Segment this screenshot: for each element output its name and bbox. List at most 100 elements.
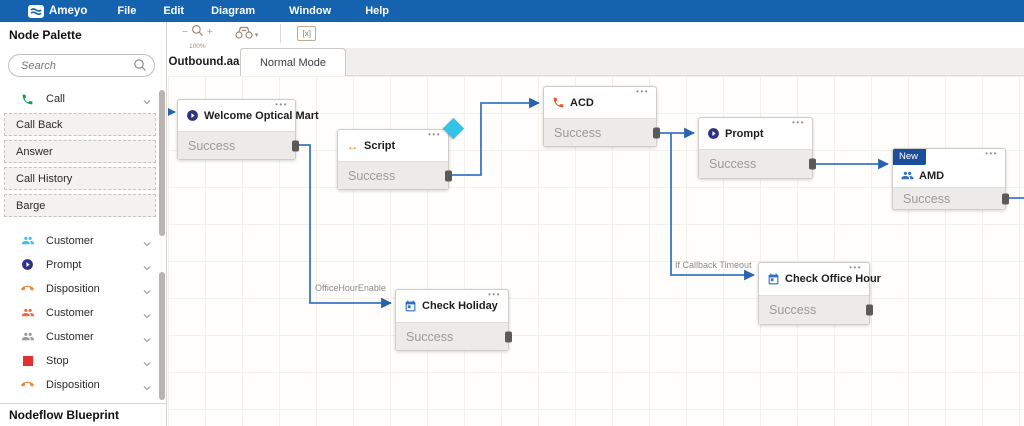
outcome-label: Success bbox=[709, 157, 757, 171]
script-arrows-icon: ↔ bbox=[346, 138, 359, 153]
node-menu-button[interactable]: ••• bbox=[488, 290, 501, 299]
menu-window[interactable]: Window bbox=[289, 5, 332, 17]
people-icon bbox=[901, 169, 914, 182]
sidebar-section-stop-5[interactable]: Stop bbox=[0, 349, 166, 372]
node-menu-button[interactable]: ••• bbox=[275, 100, 288, 109]
sidebar-section-label: Customer bbox=[46, 234, 94, 247]
find-node-button[interactable]: ▾ bbox=[235, 26, 259, 44]
sidebar-section-customer-0[interactable]: Customer bbox=[0, 229, 166, 252]
sidebar-section-customer-3[interactable]: Customer bbox=[0, 301, 166, 324]
palette-item-answer[interactable]: Answer bbox=[4, 140, 156, 163]
menu-diagram[interactable]: Diagram bbox=[211, 5, 256, 17]
palette-item-call-history[interactable]: Call History bbox=[4, 167, 156, 190]
stop-icon bbox=[20, 354, 35, 368]
menu-file[interactable]: File bbox=[117, 5, 137, 17]
search-input[interactable] bbox=[8, 54, 155, 77]
chevron-down-icon[interactable] bbox=[142, 356, 152, 367]
node-title: ACD bbox=[570, 96, 594, 109]
outcome-label: Success bbox=[903, 191, 951, 206]
variables-button[interactable]: [x] bbox=[297, 26, 317, 41]
outcome-label: Success bbox=[554, 125, 602, 140]
node-title: Check Holiday bbox=[422, 300, 498, 312]
phone-icon bbox=[20, 92, 35, 106]
menu-help[interactable]: Help bbox=[365, 5, 390, 17]
flow-node-acd[interactable]: ACD ••• Success bbox=[543, 86, 660, 147]
palette-item-call-back[interactable]: Call Back bbox=[4, 113, 156, 136]
flow-node-prompt[interactable]: Prompt•••Success bbox=[698, 117, 816, 179]
flow-node-script[interactable]: ↔Script•••Success bbox=[337, 129, 452, 190]
node-menu-button[interactable]: ••• bbox=[985, 149, 998, 158]
nodeflow-blueprint-header[interactable]: Nodeflow Blueprint bbox=[0, 403, 166, 426]
sidebar-section-customer-4[interactable]: Customer bbox=[0, 325, 166, 348]
sidebar-section-label: Stop bbox=[46, 354, 69, 367]
node-outcome-success[interactable]: Success bbox=[338, 161, 452, 189]
app-name: Ameyo bbox=[49, 5, 88, 17]
zoom-control: − + 100% bbox=[182, 24, 213, 50]
sidebar-section-disposition-6[interactable]: Disposition bbox=[0, 373, 166, 396]
output-port[interactable] bbox=[809, 158, 816, 170]
sidebar-section-label: Call bbox=[46, 93, 65, 105]
chevron-down-icon[interactable] bbox=[142, 332, 152, 343]
menubar: Ameyo File Edit Diagram Window Help bbox=[0, 0, 1024, 22]
zoom-in-button[interactable]: + bbox=[206, 27, 213, 38]
people-icon bbox=[20, 330, 35, 344]
outcome-label: Success bbox=[348, 168, 396, 183]
node-outcome-success[interactable]: Success bbox=[178, 131, 299, 159]
chevron-down-icon[interactable] bbox=[142, 380, 152, 391]
palette-item-barge[interactable]: Barge bbox=[4, 194, 156, 217]
node-outcome-success[interactable]: Success bbox=[759, 295, 873, 324]
sidebar-scrollbar[interactable] bbox=[159, 90, 165, 236]
diagram-toolbar: − + 100% ▾ [x] bbox=[168, 22, 1024, 50]
menu-edit[interactable]: Edit bbox=[163, 5, 185, 17]
output-port[interactable] bbox=[505, 331, 512, 342]
people-icon bbox=[20, 306, 35, 320]
tab-outbound[interactable]: Outbound.aa bbox=[168, 48, 240, 76]
flow-node-check-office-hour[interactable]: Check Office Hour••• Success bbox=[758, 262, 881, 325]
zoom-out-button[interactable]: − bbox=[182, 27, 188, 38]
chevron-down-icon[interactable] bbox=[142, 260, 152, 271]
node-outcome-success[interactable]: Success bbox=[544, 118, 660, 146]
output-port[interactable] bbox=[653, 127, 660, 138]
output-port[interactable] bbox=[1002, 193, 1009, 204]
outcome-label: Success bbox=[769, 303, 817, 317]
output-port[interactable] bbox=[292, 140, 299, 151]
node-outcome-success[interactable]: Success bbox=[699, 149, 816, 178]
chevron-down-icon[interactable] bbox=[142, 236, 152, 247]
new-badge: New bbox=[893, 149, 927, 165]
connection-label: OfficeHourEnable bbox=[315, 283, 386, 293]
phone-down-icon bbox=[20, 282, 35, 296]
magnifier-icon bbox=[191, 24, 204, 42]
sidebar-section-call[interactable]: Call bbox=[0, 87, 166, 111]
binoculars-icon bbox=[235, 26, 253, 44]
node-menu-button[interactable]: ••• bbox=[792, 118, 805, 127]
sidebar-section-disposition-2[interactable]: Disposition bbox=[0, 277, 166, 300]
node-outcome-success[interactable]: Success bbox=[396, 322, 512, 350]
node-outcome-success[interactable]: Success bbox=[893, 187, 1009, 209]
sidebar-section-prompt-1[interactable]: Prompt bbox=[0, 253, 166, 276]
search-icon bbox=[133, 58, 147, 72]
chevron-down-icon[interactable] bbox=[142, 308, 152, 319]
sidebar-section-label: Customer bbox=[46, 306, 94, 319]
node-menu-button[interactable]: ••• bbox=[636, 87, 649, 96]
flow-node-welcome-optical-mart[interactable]: Welcome Optical Mart•••Success bbox=[177, 99, 319, 160]
output-port[interactable] bbox=[866, 304, 873, 316]
sidebar-section-label: Customer bbox=[46, 330, 94, 343]
people-icon bbox=[20, 234, 35, 248]
phone-down-icon bbox=[20, 378, 35, 392]
node-palette-title: Node Palette bbox=[9, 28, 82, 42]
node-title: Check Office Hour bbox=[785, 273, 881, 285]
app-logo[interactable]: Ameyo bbox=[28, 4, 88, 18]
workspace: − + 100% ▾ [x] Outbound.aa Normal Mode bbox=[168, 22, 1024, 426]
output-port[interactable] bbox=[445, 170, 452, 181]
tab-normal-mode[interactable]: Normal Mode bbox=[240, 48, 346, 76]
node-menu-button[interactable]: ••• bbox=[849, 263, 862, 272]
chevron-down-icon[interactable] bbox=[142, 284, 152, 295]
caret-down-icon: ▾ bbox=[254, 32, 259, 39]
flow-canvas[interactable]: Welcome Optical Mart•••Success↔Script•••… bbox=[168, 76, 1024, 426]
sidebar-scrollbar[interactable] bbox=[159, 272, 165, 400]
chevron-down-icon[interactable] bbox=[142, 94, 152, 105]
flow-node-check-holiday[interactable]: Check Holiday••• Success bbox=[395, 289, 512, 351]
node-menu-button[interactable]: ••• bbox=[428, 130, 441, 139]
